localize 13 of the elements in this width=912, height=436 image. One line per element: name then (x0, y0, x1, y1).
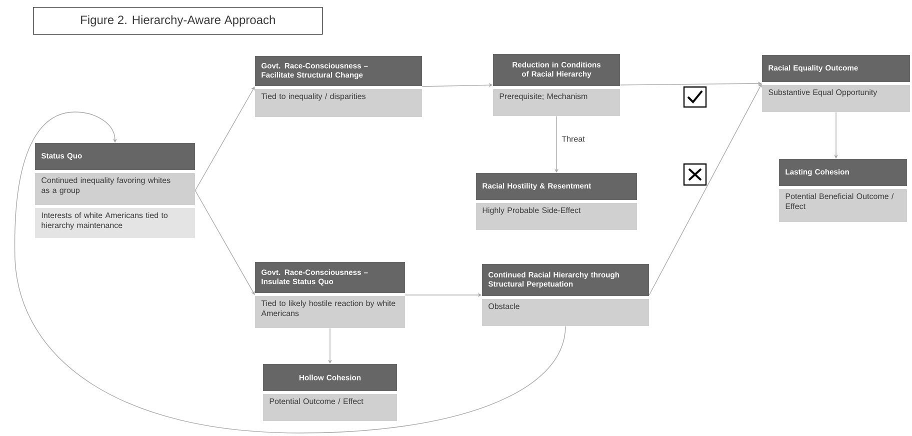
node-label: Interests of white Americans tied to hierarchy maintenance (42, 212, 168, 230)
node-label: Tied to inequality / disparities (261, 93, 366, 101)
node-label: Prerequisite; Mechanism (500, 93, 588, 101)
edge-label: Threat (560, 134, 586, 143)
arrow (14, 112, 566, 434)
node-label: Substantive Equal Opportunity (768, 89, 878, 97)
node-label: Potential Outcome / Effect (270, 398, 364, 404)
arrow (194, 190, 255, 295)
arrow (648, 84, 762, 296)
arrow (194, 86, 255, 191)
title-box: Figure 2. Hierarchy-Aware Approach (33, 7, 323, 35)
node-label: Obstacle (488, 303, 520, 310)
node-label: Highly Probable Side-Effect (482, 207, 581, 215)
